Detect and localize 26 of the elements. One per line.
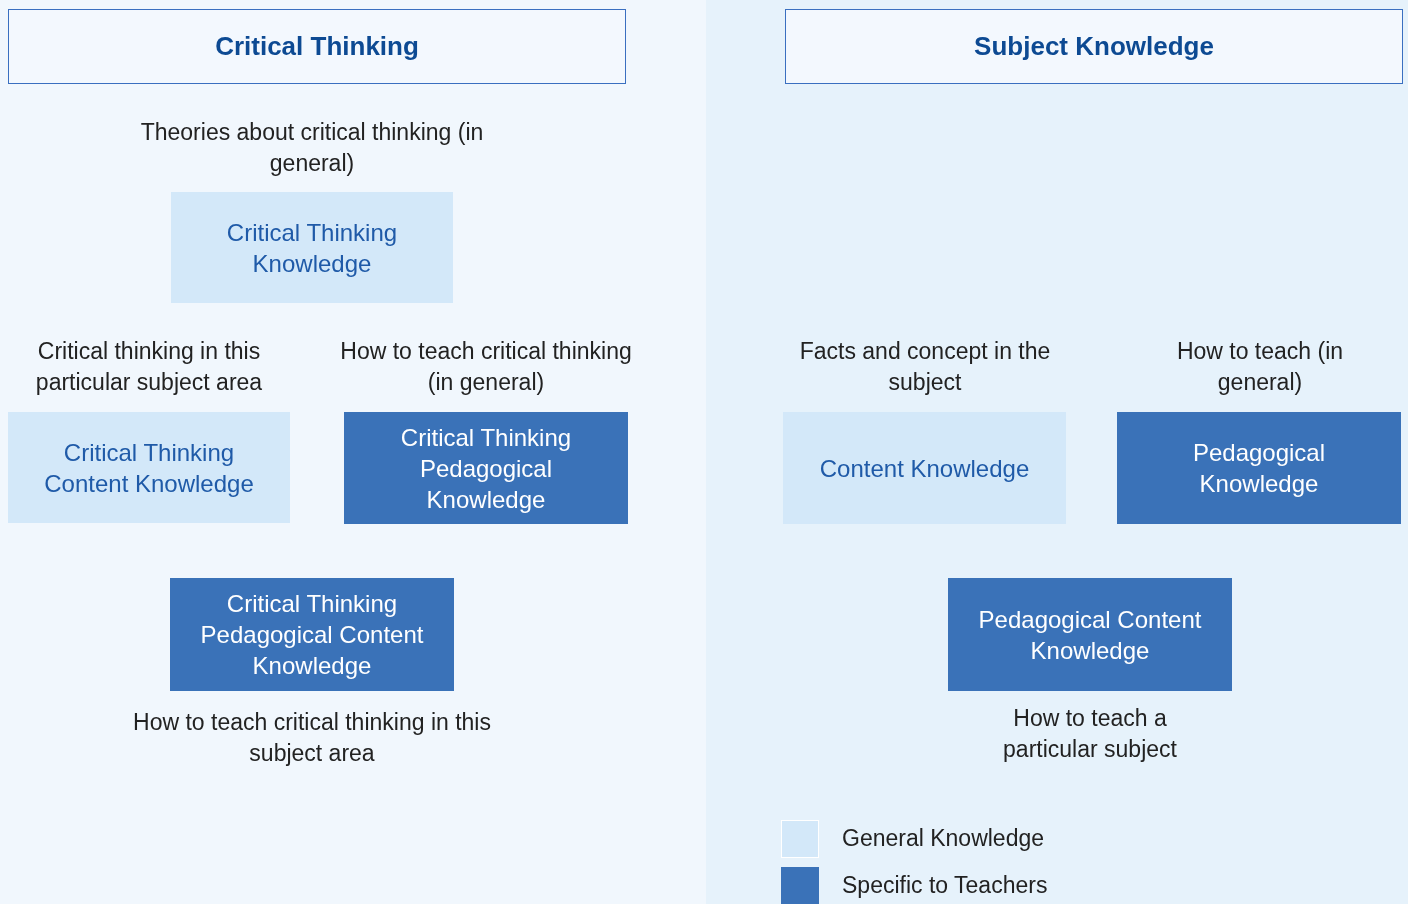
caption-text: Critical thinking in this particular subject area	[34, 337, 264, 397]
box-label: Critical Thinking Content Knowledge	[43, 437, 255, 499]
caption-text: Theories about critical thinking (in general)	[139, 118, 485, 178]
heading-text: Critical Thinking	[215, 31, 419, 62]
knowledge-box	[170, 578, 454, 691]
caption-text: How to teach critical thinking (in general)	[339, 337, 633, 397]
box-label: Critical Thinking Pedagogical Knowledge	[399, 422, 573, 515]
knowledge-box	[1117, 412, 1401, 524]
knowledge-box	[8, 412, 290, 523]
box-label: Pedagogical Knowledge	[1191, 438, 1327, 499]
legend-label: Specific to Teachers	[842, 871, 1049, 900]
caption-text: Facts and concept in the subject	[798, 337, 1052, 397]
heading-box	[785, 9, 1403, 84]
box-label: Content Knowledge	[819, 453, 1030, 484]
box-label: Critical Thinking Pedagogical Content Knowledge	[199, 589, 425, 681]
heading-box	[8, 9, 626, 84]
box-label: Critical Thinking Knowledge	[225, 217, 399, 279]
knowledge-box	[948, 578, 1232, 691]
caption-text: How to teach (in general)	[1175, 337, 1345, 397]
heading-text: Subject Knowledge	[974, 31, 1214, 62]
knowledge-box	[344, 412, 628, 524]
box-label: Pedagogical Content Knowledge	[977, 604, 1203, 666]
caption-text: How to teach a particular subject	[1002, 704, 1178, 764]
knowledge-box	[171, 192, 453, 303]
caption-text: How to teach critical thinking in this subject area	[132, 708, 492, 768]
legend-label: General Knowledge	[842, 824, 1046, 853]
